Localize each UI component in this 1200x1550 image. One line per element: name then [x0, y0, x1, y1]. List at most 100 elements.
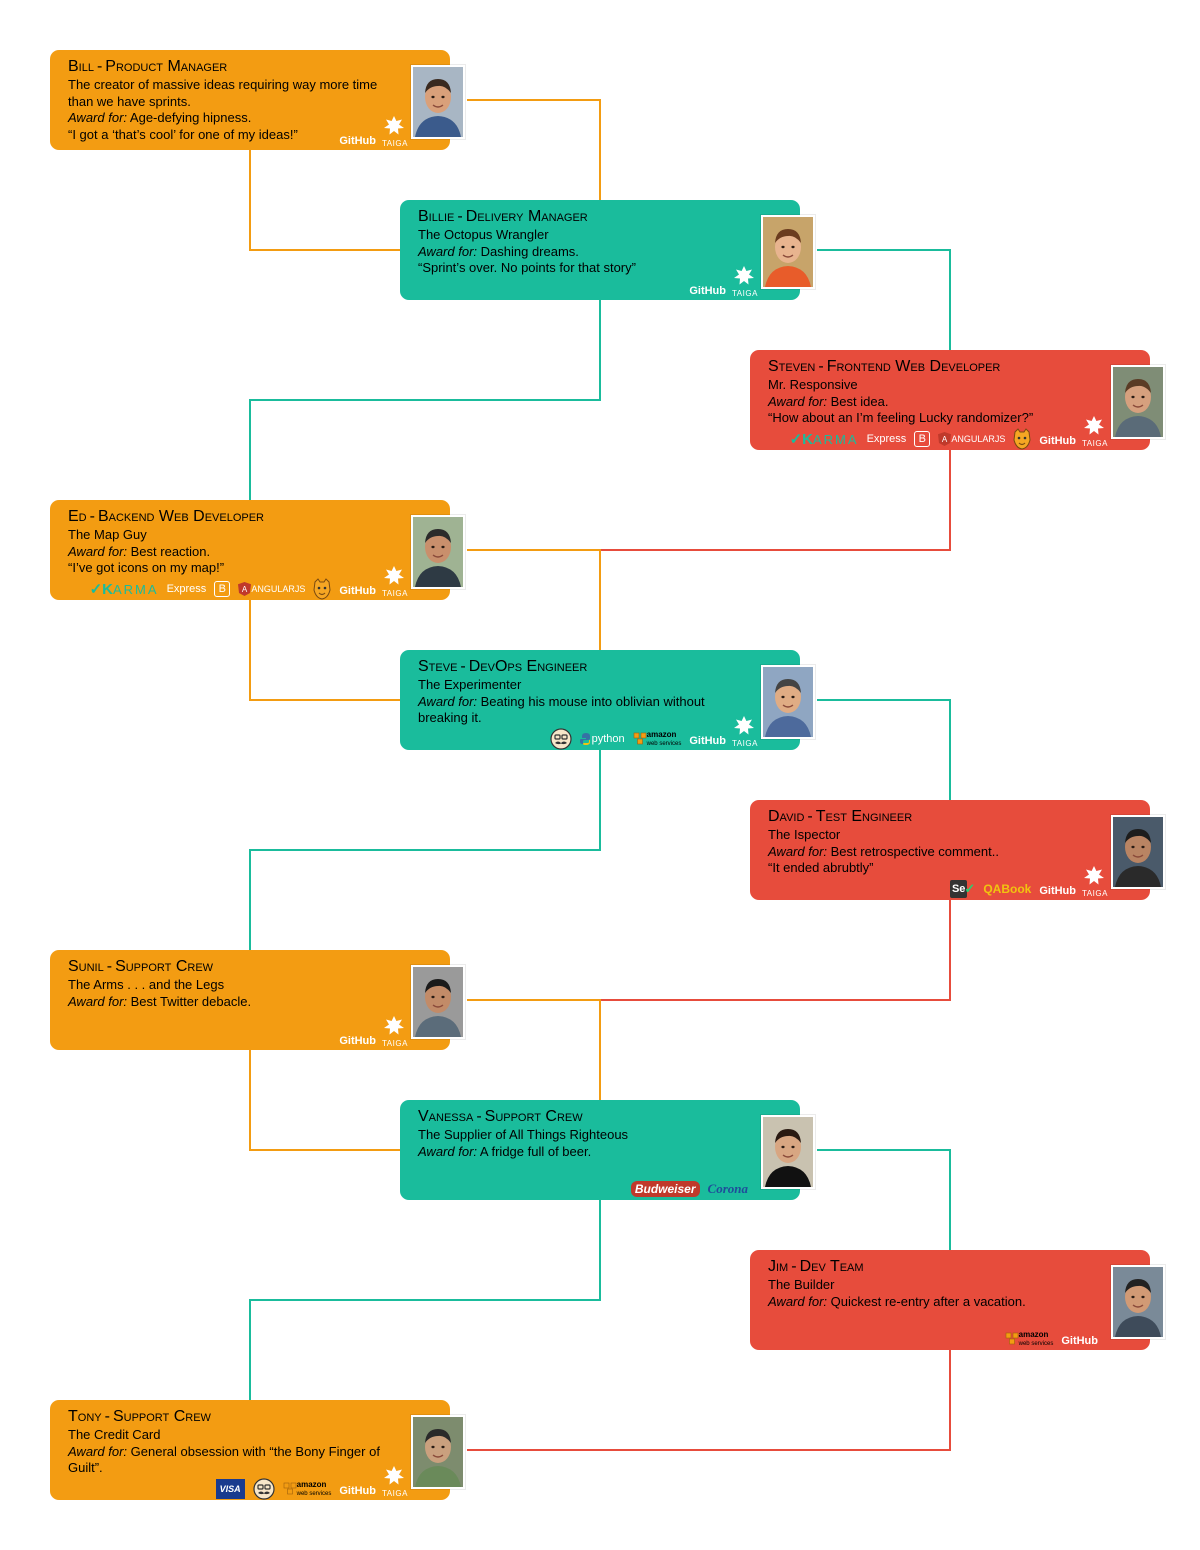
github-logo: GitHub: [1061, 1328, 1098, 1350]
award-text: Quickest re-entry after a vacation.: [830, 1293, 1026, 1309]
member-tagline: The Arms . . . and the Legs: [68, 977, 225, 992]
hipster-logo: [550, 728, 572, 750]
award-label: Award for:: [68, 993, 128, 1009]
member-title: Tony-Support Crew: [68, 1407, 450, 1427]
amazon-sub-text: web services: [646, 740, 682, 747]
member-name: Tony: [68, 1408, 102, 1425]
member-role: Frontend Web Developer: [826, 358, 1001, 375]
github-logo-text: GitHub: [1039, 435, 1076, 447]
amazon-text: amazon: [296, 1479, 327, 1489]
aws-cubes-icon: [633, 732, 646, 745]
express-logo: Express: [867, 428, 907, 450]
tool-logos: GitHub: [339, 120, 376, 150]
taiga-logo-text: TAIGA: [382, 139, 408, 148]
python-snake-icon: [579, 733, 590, 745]
member-tagline: Mr. Responsive: [768, 377, 858, 392]
award-label: Award for:: [68, 1443, 128, 1459]
member-card-bill: Bill-Product Manager The creator of mass…: [50, 50, 465, 150]
member-tagline: The Experimenter: [418, 677, 522, 692]
taiga-star-icon: [384, 566, 404, 585]
member-title: David-Test Engineer: [768, 807, 1150, 827]
github-logo-text: GitHub: [339, 1035, 376, 1047]
member-photo: [1111, 1265, 1165, 1339]
connector-down-branch: [249, 750, 601, 950]
member-title: Steve-DevOps Engineer: [418, 657, 800, 677]
member-tagline: The Builder: [768, 1277, 835, 1292]
award-label: Award for:: [768, 1293, 828, 1309]
member-title: Sunil-Support Crew: [68, 957, 450, 977]
taiga-logo: TAIGA: [732, 716, 757, 750]
member-card-jim: Jim-Dev Team The Builder Award for: Quic…: [750, 1250, 1165, 1350]
taiga-logo-text: TAIGA: [732, 289, 758, 298]
amazon-sub-text: web services: [1018, 1340, 1054, 1347]
github-logo: GitHub: [339, 128, 376, 150]
amazon-text: amazon: [1018, 1329, 1049, 1339]
hipster-logo: [253, 1478, 275, 1500]
member-card-steven: Steven-Frontend Web Developer Mr. Respon…: [750, 350, 1165, 450]
hipster-mustache-icon: [253, 1478, 275, 1500]
karma-logo-text: ARMA: [113, 581, 159, 597]
title-separator: -: [89, 508, 95, 525]
member-photo: [411, 515, 465, 589]
taiga-logo-text: TAIGA: [382, 1039, 408, 1048]
amazon-text: amazon: [646, 729, 677, 739]
qabook-logo: QABook: [983, 878, 1031, 900]
github-logo: GitHub: [689, 728, 726, 750]
github-logo-text: GitHub: [1039, 885, 1076, 897]
angular-shield-icon: A: [938, 432, 952, 446]
aws-cubes-icon: [283, 1482, 296, 1495]
award-text: Age-defying hipness.: [129, 110, 252, 125]
visa-logo: VISA: [215, 1478, 245, 1500]
taiga-logo: TAIGA: [382, 116, 408, 150]
member-name: David: [768, 808, 805, 825]
connector-return: [467, 450, 951, 551]
award-text: Beating his mouse into oblivian without …: [418, 693, 705, 726]
member-name: Bill: [68, 58, 94, 75]
member-award: Award for: General obsession with “the B…: [68, 1444, 390, 1477]
member-name: Jim: [768, 1258, 789, 1275]
budweiser-logo: Budweiser: [630, 1178, 700, 1200]
member-role: Support Crew: [112, 1408, 211, 1425]
member-title: Billie-Delivery Manager: [418, 207, 800, 227]
member-tagline: The creator of massive ideas requiring w…: [68, 77, 378, 109]
member-quote: “I got a ‘that’s cool’ for one of my ide…: [68, 126, 298, 142]
github-logo: GitHub: [1039, 428, 1076, 450]
member-card-steve: Steve-DevOps Engineer The Experimenter A…: [400, 650, 815, 750]
member-name: Steven: [768, 358, 816, 375]
member-quote: “Sprint’s over. No points for that story…: [418, 260, 636, 275]
member-award: Award for: Quickest re-entry after a vac…: [768, 1294, 1090, 1311]
title-separator: -: [807, 808, 813, 825]
connector-left-branch: [249, 600, 400, 701]
member-award: Award for: Best Twitter debacle.: [68, 994, 390, 1011]
taiga-logo: TAIGA: [382, 1466, 407, 1500]
python-logo: python: [579, 728, 625, 750]
hipster-mustache-icon: [550, 728, 572, 750]
budweiser-logo-text: Budweiser: [630, 1181, 700, 1197]
award-text: Best Twitter debacle.: [130, 993, 252, 1009]
member-quote: “I’ve got icons on my map!”: [68, 560, 225, 575]
connector-to-next: [817, 699, 951, 800]
bootstrap-logo: B: [914, 428, 931, 450]
taiga-star-icon: [384, 116, 404, 135]
award-text: General obsession with “the Bony Finger …: [68, 1443, 380, 1476]
connector-return: [467, 1350, 951, 1451]
member-award: Award for: Dashing dreams.: [418, 244, 740, 261]
corona-logo: Corona: [708, 1178, 748, 1200]
bootstrap-logo-text: B: [214, 581, 231, 597]
member-award: Award for: Best reaction.: [68, 544, 390, 561]
karma-k-icon: ✓K: [89, 581, 113, 598]
award-label: Award for:: [68, 543, 128, 559]
grunt-logo: [313, 578, 331, 600]
member-name: Sunil: [68, 958, 104, 975]
express-logo: Express: [167, 578, 207, 600]
karma-k-icon: ✓K: [789, 431, 813, 448]
